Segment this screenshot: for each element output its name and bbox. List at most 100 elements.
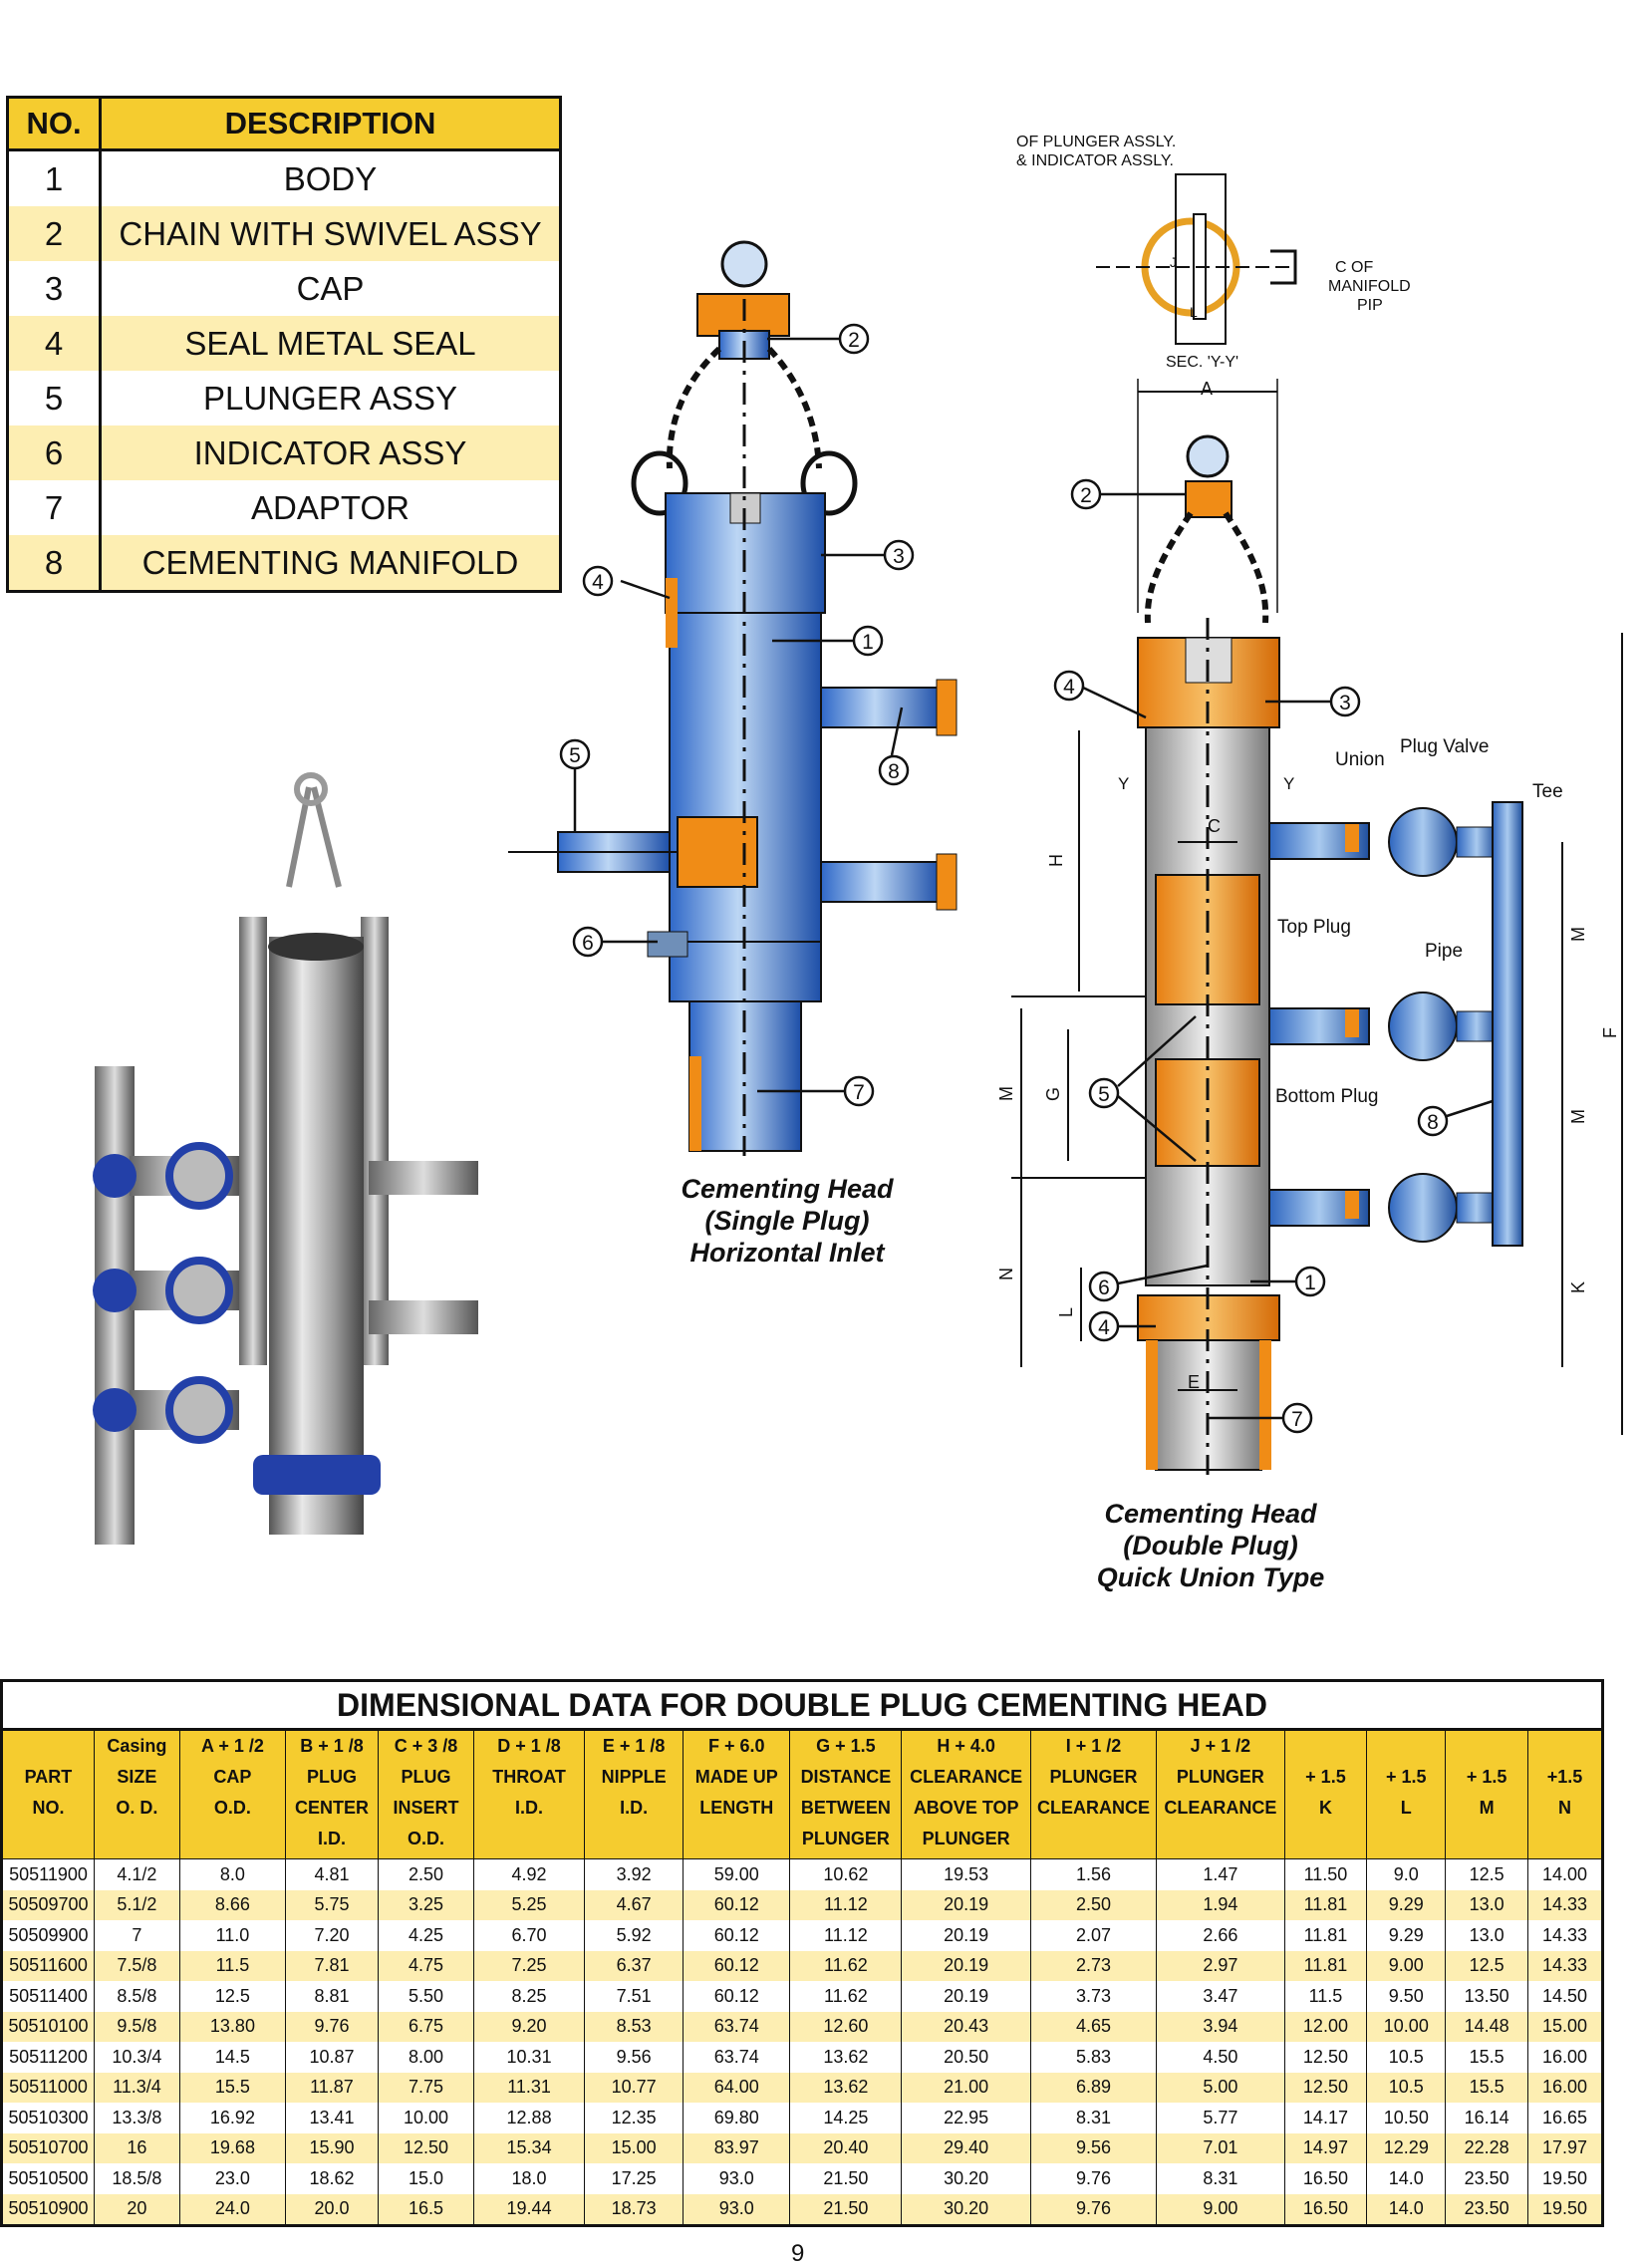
dimension-table-cell: 15.00 xyxy=(1527,2011,1603,2042)
dimension-table-cell: 2.66 xyxy=(1156,1920,1285,1951)
dimension-table-cell: 14.48 xyxy=(1445,2011,1529,2042)
dimension-table-cell: 7.81 xyxy=(284,1950,379,1981)
dimension-table-cell: 11.81 xyxy=(1283,1920,1368,1951)
dimension-table-section: DIMENSIONAL DATA FOR DOUBLE PLUG CEMENTI… xyxy=(0,1679,1604,2227)
dimension-table-cell: 11.62 xyxy=(789,1981,903,2012)
dimension-column-header-line: F + 6.0 xyxy=(707,1736,765,1756)
dimension-table-cell: 13.0 xyxy=(1445,1920,1529,1951)
dimension-table-cell: 60.12 xyxy=(683,1889,791,1920)
dimension-table-cell: 59.00 xyxy=(683,1858,791,1890)
dp-callout-4b: 4 xyxy=(1098,1316,1110,1339)
dimension-table-cell: 11.87 xyxy=(284,2072,379,2103)
dimension-table-cell: 50511200 xyxy=(1,2042,95,2073)
dimension-table-cell: 50509700 xyxy=(1,1889,95,1920)
dimension-table-cell: 11.12 xyxy=(789,1920,903,1951)
dimension-column-header-line: PART xyxy=(24,1767,73,1787)
dimension-table-cell: 60.12 xyxy=(683,1950,791,1981)
dimension-table-cell: 12.35 xyxy=(584,2103,685,2133)
dim-a: A xyxy=(1201,379,1213,399)
section-l: L xyxy=(1190,304,1198,320)
double-plug-caption-line3: Quick Union Type xyxy=(1096,1562,1325,1592)
dimension-table-cell: 16.14 xyxy=(1445,2103,1529,2133)
dimension-table-cell: 9.56 xyxy=(1029,2132,1158,2163)
dp-callout-4a: 4 xyxy=(1063,676,1075,699)
dimension-table-cell: 30.20 xyxy=(901,2163,1031,2194)
dimension-table-cell: 4.50 xyxy=(1156,2042,1285,2073)
dimension-table-cell: 11.31 xyxy=(472,2072,586,2103)
dimension-table-cell: 18.0 xyxy=(472,2163,586,2194)
dimension-table-cell: 4.75 xyxy=(377,1950,474,1981)
dimension-table-cell: 15.00 xyxy=(584,2132,685,2163)
dimension-table-cell: 3.25 xyxy=(377,1889,474,1920)
dimension-table-cell: 19.50 xyxy=(1527,2193,1603,2226)
dimension-column-header-line xyxy=(1367,1731,1445,1762)
parts-row-description: PLUNGER ASSY xyxy=(100,371,562,425)
dp-callout-7: 7 xyxy=(1291,1408,1303,1431)
dimension-table-cell: 50510900 xyxy=(1,2193,95,2226)
dim-n: N xyxy=(996,1268,1016,1280)
dimension-table-cell: 4.67 xyxy=(584,1889,685,1920)
dimension-table-cell: 14.00 xyxy=(1527,1858,1603,1890)
dimension-table-cell: 15.5 xyxy=(178,2072,286,2103)
dimension-column-header-line: + 1.5 xyxy=(1305,1767,1346,1787)
dimension-table-cell: 16.65 xyxy=(1527,2103,1603,2133)
dimension-table-cell: 12.5 xyxy=(178,1981,286,2012)
dimension-column-header-line xyxy=(1285,1731,1367,1762)
dimension-table-cell: 13.3/8 xyxy=(93,2103,180,2133)
dimension-table-cell: 93.0 xyxy=(683,2193,791,2226)
dimension-column-header-line: G + 1.5 xyxy=(816,1736,876,1756)
dimension-table-cell: 13.50 xyxy=(1445,1981,1529,2012)
dimension-table-cell: 21.00 xyxy=(901,2072,1031,2103)
dimension-table-cell: 3.92 xyxy=(584,1858,685,1890)
dp-callout-1: 1 xyxy=(1304,1272,1316,1294)
section-j: J xyxy=(1170,254,1177,270)
dimension-table-cell: 10.00 xyxy=(1366,2011,1447,2042)
dimension-table-cell: 13.62 xyxy=(789,2072,903,2103)
dimension-table-cell: 22.28 xyxy=(1445,2132,1529,2163)
dimension-table-cell: 50509900 xyxy=(1,1920,95,1951)
dimension-table-cell: 6.89 xyxy=(1029,2072,1158,2103)
dimension-table-cell: 7.51 xyxy=(584,1981,685,2012)
dimension-table-cell: 13.62 xyxy=(789,2042,903,2073)
dimension-table-cell: 21.50 xyxy=(789,2163,903,2194)
dimension-table-cell: 2.97 xyxy=(1156,1950,1285,1981)
dimension-table-cell: 9.50 xyxy=(1366,1981,1447,2012)
dimension-table-cell: 10.77 xyxy=(584,2072,685,2103)
dimension-column-header-line: + 1.5 xyxy=(1466,1767,1507,1787)
dimension-table-cell: 10.3/4 xyxy=(93,2042,180,2073)
dimension-column-header-line: A + 1 /2 xyxy=(200,1736,264,1756)
dimension-column-header-line: L xyxy=(1400,1798,1412,1818)
dimension-table-cell: 16.5 xyxy=(377,2193,474,2226)
dimension-column-header-line: PLUNGER xyxy=(1176,1767,1264,1787)
dimension-column-header-line xyxy=(1528,1731,1601,1762)
dp-callout-6: 6 xyxy=(1098,1276,1110,1299)
dimension-column-header-line xyxy=(1367,1824,1445,1854)
dimension-table-cell: 14.5 xyxy=(178,2042,286,2073)
dimension-table-cell: 50510300 xyxy=(1,2103,95,2133)
dimension-table-cell: 16.50 xyxy=(1283,2193,1368,2226)
double-plug-caption: Cementing Head (Double Plug) Quick Union… xyxy=(1016,1498,1405,1593)
dim-l: L xyxy=(1056,1307,1076,1317)
section-manifold-line3: PIP xyxy=(1357,297,1383,314)
dimension-table-cell: 5.92 xyxy=(584,1920,685,1951)
dimension-table-cell: 1.56 xyxy=(1029,1858,1158,1890)
dimension-table-cell: 12.5 xyxy=(1445,1950,1529,1981)
parts-row-no: 2 xyxy=(7,206,102,261)
dimension-column-header-line: O.D. xyxy=(407,1829,444,1848)
dimension-column-header-line xyxy=(1446,1731,1527,1762)
